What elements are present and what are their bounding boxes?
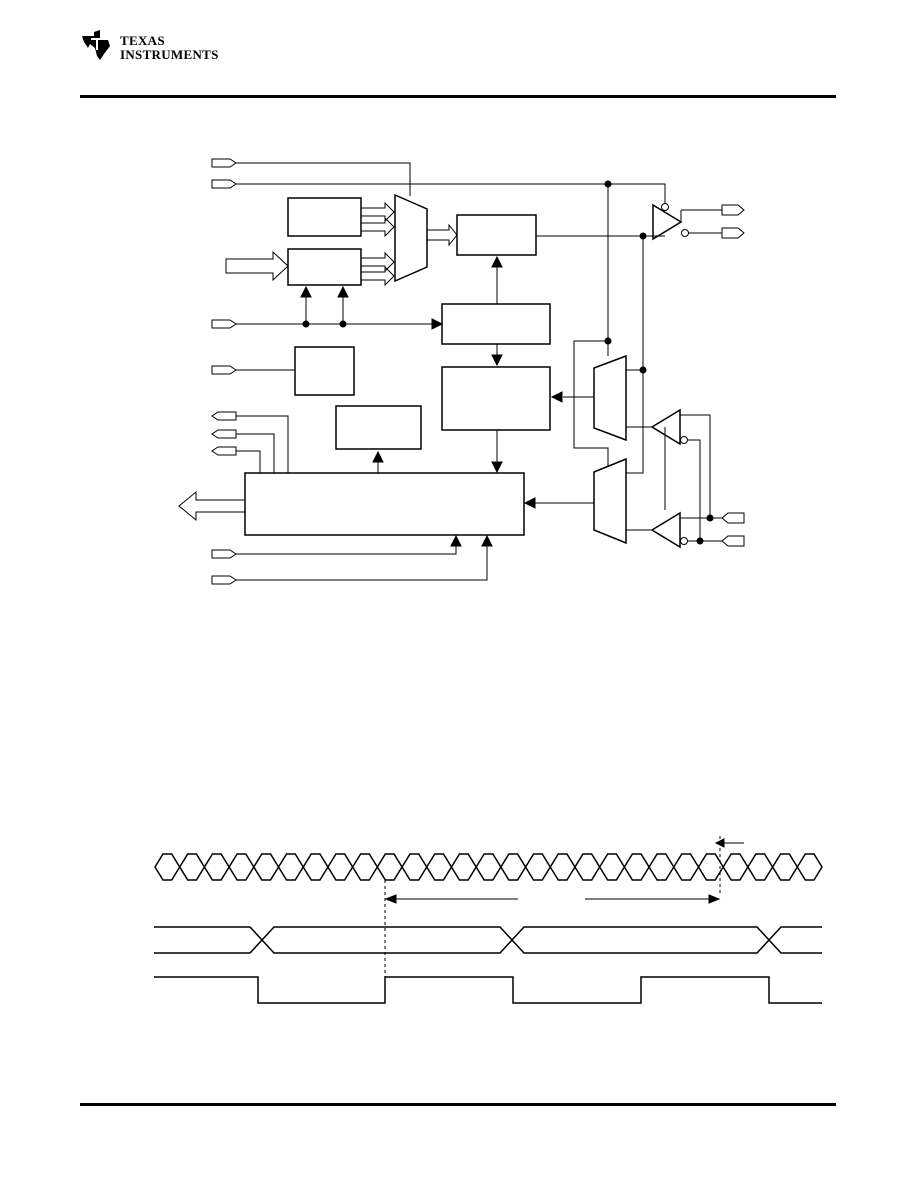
pin-arrow-icon bbox=[211, 411, 237, 456]
ti-state-icon bbox=[82, 30, 110, 60]
mux-trapezoid-icon bbox=[593, 457, 627, 545]
bit-cell bbox=[203, 853, 230, 881]
bit-cell bbox=[376, 853, 403, 881]
ti-logo: TEXAS INSTRUMENTS bbox=[80, 28, 225, 66]
bit-cell bbox=[450, 853, 478, 881]
pin-arrow-icon bbox=[721, 204, 745, 547]
bit-cell bbox=[401, 853, 428, 881]
bit-cell bbox=[252, 853, 280, 881]
bit-cell bbox=[228, 853, 255, 881]
footer-rule bbox=[80, 1103, 836, 1106]
header-rule bbox=[80, 95, 836, 98]
bit-cell bbox=[771, 853, 799, 881]
bit-cell bbox=[623, 853, 650, 881]
mux-trapezoid-icon bbox=[394, 193, 428, 283]
junction-dot-icon bbox=[604, 180, 612, 188]
block-above-bus bbox=[335, 405, 422, 450]
block-middle-center bbox=[441, 366, 551, 431]
bit-cell bbox=[327, 853, 354, 881]
frame-clock-waveform bbox=[154, 976, 822, 1004]
mux-trapezoid-icon bbox=[593, 354, 627, 442]
bit-cell bbox=[598, 853, 626, 881]
bit-cell bbox=[722, 853, 749, 881]
bit-cell bbox=[574, 853, 601, 881]
block-bottom-wide bbox=[244, 472, 525, 536]
buffer-triangle-icon bbox=[652, 203, 683, 241]
junction-dot-icon bbox=[639, 232, 647, 240]
bit-cell bbox=[425, 853, 453, 881]
bit-cell bbox=[277, 853, 305, 881]
bit-cell bbox=[672, 853, 700, 881]
bit-cell-row bbox=[154, 853, 823, 881]
junction-dot-icon bbox=[339, 320, 347, 328]
block-top-center bbox=[456, 214, 537, 256]
bit-cell bbox=[178, 853, 206, 881]
bit-cell bbox=[648, 853, 675, 881]
junction-dot-icon bbox=[706, 514, 714, 522]
bit-cell bbox=[524, 853, 552, 881]
bit-cell bbox=[302, 853, 329, 881]
buffer-triangle-icon bbox=[650, 511, 681, 549]
block-register-a bbox=[287, 197, 362, 237]
pin-arrow-icon bbox=[211, 158, 237, 585]
buffer-triangle-icon bbox=[650, 408, 681, 446]
block-register-b bbox=[287, 248, 362, 286]
bit-cell bbox=[154, 853, 181, 881]
word-row bbox=[154, 926, 822, 954]
logo-line-2: INSTRUMENTS bbox=[120, 47, 219, 62]
logo-line-1: TEXAS bbox=[120, 33, 165, 48]
block-left-small bbox=[294, 346, 355, 396]
block-control bbox=[441, 303, 551, 345]
block-diagram bbox=[178, 158, 745, 585]
junction-dot-icon bbox=[302, 320, 310, 328]
bit-cell bbox=[747, 853, 774, 881]
bit-cell bbox=[697, 853, 725, 881]
bit-cell bbox=[475, 853, 502, 881]
bit-cell bbox=[499, 853, 527, 881]
junction-dot-icon bbox=[696, 537, 704, 545]
bit-cell bbox=[549, 853, 576, 881]
bit-cell bbox=[351, 853, 379, 881]
bit-cell bbox=[796, 853, 823, 881]
ti-wordmark: TEXAS INSTRUMENTS bbox=[120, 28, 219, 62]
